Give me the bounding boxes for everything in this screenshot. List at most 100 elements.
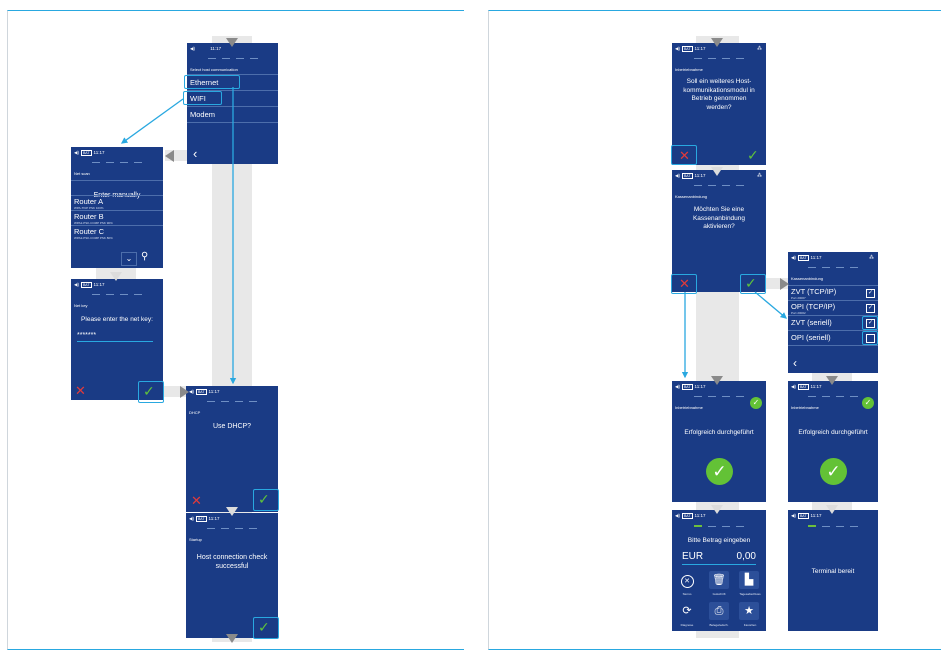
option-item[interactable]: OPI (TCP/IP)Port 20002✓ bbox=[788, 300, 878, 316]
screen-subtitle: Startup bbox=[189, 537, 202, 542]
refresh-icon: ⟳ bbox=[682, 605, 692, 617]
success-message: Erfolgreich durchgeführt bbox=[684, 429, 754, 436]
gutschrift-button[interactable]: 🗑 bbox=[709, 571, 729, 589]
clock: 11:17 bbox=[210, 46, 222, 51]
currency-label: EUR bbox=[682, 551, 704, 562]
list-item-modem[interactable]: Modem bbox=[187, 106, 278, 123]
cancel-icon[interactable]: ✕ bbox=[75, 383, 86, 398]
progress-dashes bbox=[788, 267, 878, 268]
chevron-down-icon[interactable]: ⌄ bbox=[121, 252, 137, 266]
check-icon[interactable]: ✓ bbox=[258, 491, 270, 507]
diagnose-button[interactable]: ⟳ bbox=[677, 602, 697, 620]
tile-label: Favoriten bbox=[743, 623, 757, 627]
tile-label: Tagesabschluss bbox=[739, 592, 761, 596]
check-icon[interactable]: ✓ bbox=[747, 147, 759, 163]
belegwiederholung-button[interactable]: ⎙ bbox=[709, 602, 729, 620]
checkbox-checked[interactable]: ✓ bbox=[866, 304, 875, 313]
confirm-highlight bbox=[740, 274, 766, 294]
startup-message: Host connection check successful bbox=[196, 554, 268, 570]
progress-dashes bbox=[187, 58, 278, 59]
check-icon[interactable]: ✓ bbox=[258, 619, 270, 635]
amount-value: 0,00 bbox=[736, 551, 756, 562]
checkbox-checked[interactable]: ✓ bbox=[866, 319, 875, 328]
flow-arrow-down bbox=[711, 38, 723, 47]
printer-icon: ⎙ bbox=[714, 605, 724, 617]
screen-subtitle: Kassenanbindung bbox=[791, 276, 824, 281]
option-item[interactable]: OPI (seriell) bbox=[788, 330, 878, 346]
back-icon[interactable]: ‹ bbox=[193, 146, 198, 161]
flow-band bbox=[165, 150, 188, 161]
flow-arrow-down bbox=[711, 376, 723, 385]
progress-dashes bbox=[672, 58, 766, 59]
confirm-highlight bbox=[138, 381, 164, 403]
wifi-highlight bbox=[183, 91, 222, 105]
cancel-icon[interactable]: ✕ bbox=[191, 493, 202, 508]
network-icon: ⁂ bbox=[869, 255, 874, 261]
net-key-input[interactable]: ******* bbox=[77, 332, 153, 342]
network-icon: ⁂ bbox=[757, 46, 762, 52]
list-divider bbox=[187, 122, 278, 124]
flow-arrow-right bbox=[780, 278, 789, 290]
back-icon[interactable]: ‹ bbox=[793, 356, 797, 370]
checkbox-checked[interactable]: ✓ bbox=[866, 289, 875, 298]
progress-dashes bbox=[672, 525, 766, 527]
amount-prompt: Bitte Betrag eingeben bbox=[687, 537, 751, 544]
flow-arrow-down bbox=[826, 505, 838, 514]
tile-label: Gutschrift bbox=[712, 592, 726, 596]
favoriten-button[interactable]: ★ bbox=[739, 602, 759, 620]
checkbox-unchecked[interactable] bbox=[866, 334, 875, 343]
check-icon[interactable]: ✓ bbox=[143, 383, 155, 399]
flow-arrow-down bbox=[226, 38, 238, 47]
screen-subtitle: Net scan bbox=[74, 171, 90, 176]
enter-manually-button[interactable]: Enter manually bbox=[71, 180, 163, 199]
list-item-ethernet[interactable]: Ethernet bbox=[187, 74, 278, 91]
cancel-icon[interactable]: ✕ bbox=[679, 148, 690, 163]
flow-arrow-down bbox=[226, 634, 238, 643]
storno-button[interactable]: ✕ bbox=[677, 571, 697, 589]
progress-dashes bbox=[71, 294, 163, 295]
screen-subtitle: Net key bbox=[74, 303, 88, 308]
amount-field[interactable]: EUR 0,00 bbox=[682, 551, 756, 565]
progress-dashes bbox=[672, 185, 766, 186]
screen-subtitle: Inbetriebnahme bbox=[675, 67, 703, 72]
chart-icon: ▙ bbox=[744, 574, 754, 586]
flow-arrow-down bbox=[110, 272, 122, 281]
search-icon[interactable]: ⚲ bbox=[141, 251, 149, 262]
left-panel bbox=[7, 10, 464, 650]
option-item[interactable]: ZVT (seriell)✓ bbox=[788, 315, 878, 331]
option-item[interactable]: ZVT (TCP/IP)Port 20007✓ bbox=[788, 285, 878, 301]
cancel-highlight bbox=[671, 274, 697, 294]
flow-arrow-down bbox=[826, 376, 838, 385]
check-icon[interactable]: ✓ bbox=[745, 275, 757, 291]
star-icon: ★ bbox=[744, 605, 754, 617]
screen-subtitle: Kassenanbindung bbox=[675, 194, 708, 199]
confirm-highlight bbox=[253, 617, 279, 639]
option-highlight bbox=[862, 316, 878, 330]
flow-arrow-down bbox=[711, 167, 723, 176]
option-highlight bbox=[862, 331, 878, 345]
tile-label: Storno bbox=[682, 592, 692, 596]
cancel-icon[interactable]: ✕ bbox=[679, 276, 690, 291]
success-check-icon: ✓ bbox=[820, 458, 847, 485]
tagesabschluss-button[interactable]: ▙ bbox=[739, 571, 759, 589]
small-check-icon: ✓ bbox=[862, 397, 874, 409]
screen-subtitle: DHCP bbox=[189, 410, 201, 415]
